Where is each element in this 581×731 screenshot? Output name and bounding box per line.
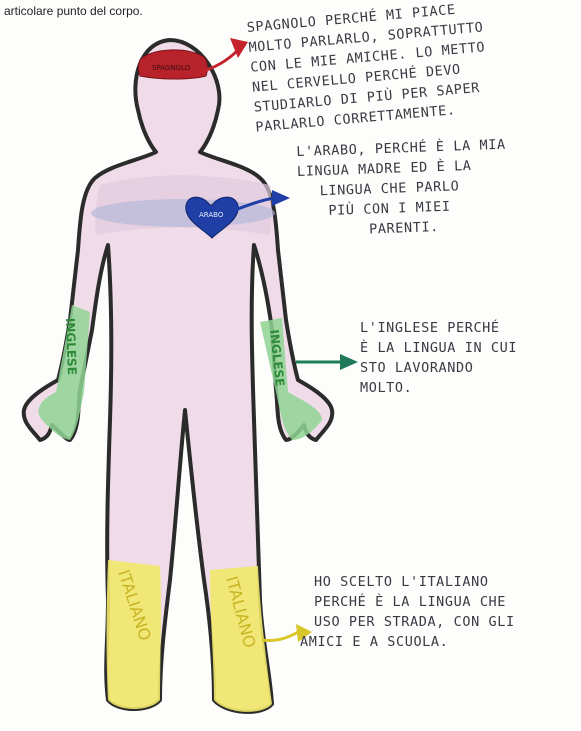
note-line: USO PER STRADA, CON GLI xyxy=(300,612,515,632)
note-italian: HO SCELTO L'ITALIANO PERCHÉ È LA LINGUA … xyxy=(300,572,515,652)
heart-label: ARABO xyxy=(199,211,224,219)
arrow-english xyxy=(296,354,358,370)
note-arabic: L'ARABO, PERCHÉ È LA MIA LINGUA MADRE ED… xyxy=(296,135,509,242)
note-line: L'INGLESE PERCHÉ xyxy=(360,318,517,338)
note-line: AMICI E A SCUOLA. xyxy=(300,632,515,652)
note-line: È LA LINGUA IN CUI xyxy=(360,338,517,358)
note-line: STO LAVORANDO xyxy=(360,358,517,378)
note-line: PERCHÉ È LA LINGUA CHE xyxy=(300,592,515,612)
chest-band xyxy=(91,199,275,227)
note-line: HO SCELTO L'ITALIANO xyxy=(300,572,515,592)
note-line: MOLTO. xyxy=(360,378,517,398)
left-arm-label: INGLESE xyxy=(63,318,79,376)
head-label: SPAGNOLO xyxy=(152,64,191,72)
note-spanish: SPAGNOLO PERCHÉ MI PIACE MOLTO PARLARLO,… xyxy=(246,0,491,138)
note-english: L'INGLESE PERCHÉ È LA LINGUA IN CUI STO … xyxy=(360,318,517,398)
